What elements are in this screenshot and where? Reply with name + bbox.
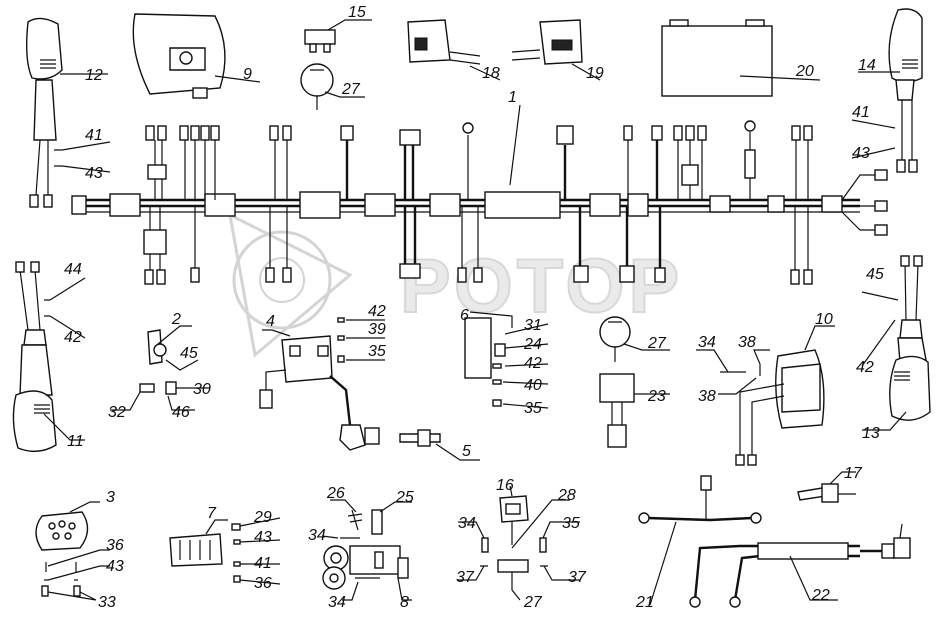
callout-35a: 34 (458, 515, 476, 532)
callout-42d: 42 (856, 359, 874, 376)
callout-43c: 43 (254, 529, 272, 546)
callout-46b: 43 (852, 145, 870, 162)
callout-35b: 35 (562, 515, 580, 532)
callout-37c: 36 (254, 575, 272, 592)
callout-38c: 37 (568, 569, 587, 586)
callout-27b: 27 (647, 335, 667, 352)
callout-28: 27 (523, 594, 543, 611)
callout-15: 15 (348, 4, 366, 21)
callout-25: 25 (395, 489, 414, 506)
callout-41a: 39 (368, 321, 386, 338)
callout-46d: 45 (866, 266, 884, 283)
callout-32: 31 (524, 317, 542, 334)
callout-13: 13 (862, 425, 880, 442)
fuse-15: 15 (304, 4, 372, 53)
callout-23: 23 (647, 388, 666, 405)
callout-17: 17 (844, 465, 863, 482)
callout-18: 18 (482, 65, 500, 82)
callout-34b: 34 (308, 527, 326, 544)
callout-19: 19 (586, 65, 604, 82)
callout-4: 4 (266, 313, 275, 330)
callout-34a: 33 (98, 594, 116, 611)
main-harness: 1 (71, 89, 888, 285)
callout-41b: 40 (524, 377, 542, 394)
callout-9: 9 (243, 66, 252, 83)
regulator-7: 7 29 43 41 36 (169, 505, 281, 592)
turn-signal-11: 11 44 42 (12, 261, 86, 453)
switch-16: 16 28 34 35 27 37 37 (456, 477, 587, 611)
callout-14: 14 (858, 57, 876, 74)
callout-38a: 36 (106, 537, 124, 554)
callout-43b: 42 (524, 355, 542, 372)
instrument-panel-3: 3 36 43 33 (35, 489, 124, 611)
callout-30: 29 (253, 509, 272, 526)
callout-45: 43 (106, 558, 124, 575)
callout-41c: 41 (254, 555, 272, 572)
callout-31: 30 (193, 381, 211, 398)
callout-42c: 42 (64, 329, 82, 346)
switch-18: 18 (407, 19, 501, 82)
callout-16: 16 (496, 477, 514, 494)
callout-7: 7 (207, 505, 217, 522)
callout-8: 8 (400, 594, 409, 611)
callout-12: 12 (85, 67, 103, 84)
callout-27a: 27 (341, 81, 361, 98)
battery-20: 20 (661, 19, 821, 97)
callout-47: 46 (172, 404, 190, 421)
callout-37b: 35 (524, 400, 542, 417)
callout-34c: 34 (328, 594, 346, 611)
horn-27-top: 27 (300, 63, 365, 110)
callout-42b: 41 (852, 104, 870, 121)
callout-38b: 37 (456, 569, 475, 586)
callout-11: 11 (67, 433, 84, 450)
sensor-2-group: 2 45 30 32 46 (108, 311, 211, 421)
horn-27-lower: 27 (599, 316, 670, 362)
callout-24: 24 (523, 336, 542, 353)
callout-46c: 44 (64, 261, 82, 278)
callout-26: 26 (326, 485, 345, 502)
callout-39: 38 (698, 388, 716, 405)
callout-46a: 43 (85, 165, 103, 182)
callout-43a: 42 (368, 303, 386, 320)
assembly-8: 26 25 34 34 8 (308, 485, 414, 611)
turn-signal-14: 14 41 43 (851, 8, 923, 173)
relay-23: 23 (599, 373, 670, 448)
callout-22: 22 (811, 587, 830, 604)
relay-6-group: 6 31 24 42 40 35 (460, 307, 549, 417)
callout-1: 1 (508, 89, 517, 106)
callout-5: 5 (462, 443, 471, 460)
callout-10: 10 (815, 311, 833, 328)
sensor-17: 17 (797, 465, 863, 503)
callout-2: 2 (171, 311, 181, 328)
callout-44: 45 (180, 345, 198, 362)
callout-40: 38 (738, 334, 756, 351)
headlight-9: 9 (132, 13, 261, 99)
callout-33: 32 (108, 404, 126, 421)
cable-22: 22 (689, 523, 911, 608)
callout-29: 28 (557, 487, 576, 504)
callout-3: 3 (106, 489, 115, 506)
spark-plug-5: 5 (399, 429, 480, 461)
callout-37a: 35 (368, 343, 386, 360)
watermark-logo: РОТОР (227, 212, 683, 358)
cable-21: 21 (635, 475, 762, 611)
rear-light-10: 10 34 38 38 (696, 311, 835, 466)
callout-21: 21 (635, 594, 654, 611)
callout-6: 6 (460, 307, 469, 324)
callout-36: 34 (698, 334, 716, 351)
callout-20: 20 (795, 63, 814, 80)
turn-signal-13: 45 42 13 (856, 255, 931, 442)
turn-signal-12: 12 41 43 (25, 17, 111, 208)
callout-42a: 41 (85, 127, 103, 144)
watermark-text: РОТОР (400, 244, 683, 329)
ignition-coil-4: 4 42 39 35 (259, 303, 386, 451)
switch-19: 19 (511, 19, 604, 82)
